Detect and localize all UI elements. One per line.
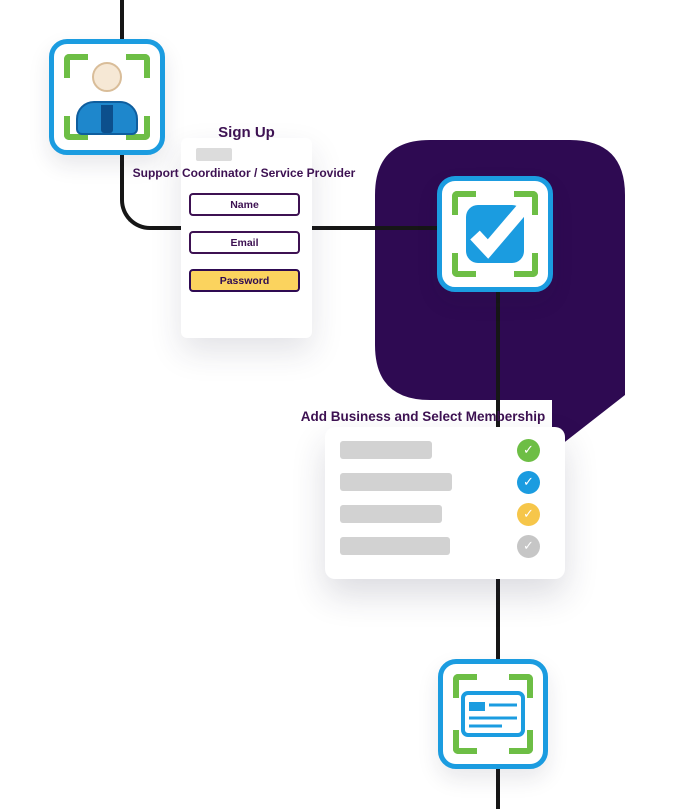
- viewfinder-bracket-icon: [514, 191, 538, 215]
- flow-line-horizontal: [300, 226, 440, 230]
- viewfinder-bracket-icon: [64, 116, 88, 140]
- email-field-label: Email: [230, 236, 259, 249]
- row-placeholder-bar: [340, 473, 452, 491]
- check-glyph: ✓: [523, 507, 534, 522]
- name-field-label: Name: [230, 198, 259, 211]
- membership-card: ✓ ✓ ✓ ✓: [325, 427, 565, 579]
- viewfinder-bracket-icon: [64, 54, 88, 78]
- viewfinder-bracket-icon: [452, 253, 476, 277]
- status-badge-gray[interactable]: ✓: [517, 535, 540, 558]
- membership-title: Add Business and Select Membership: [300, 409, 546, 424]
- viewfinder-bracket-icon: [453, 674, 477, 698]
- viewfinder-bracket-icon: [509, 730, 533, 754]
- placeholder-bar: [196, 148, 232, 161]
- status-badge-blue[interactable]: ✓: [517, 471, 540, 494]
- check-glyph: ✓: [523, 443, 534, 458]
- password-field-label: Password: [219, 274, 270, 287]
- signup-title: Sign Up: [218, 124, 275, 141]
- person-head: [92, 62, 122, 92]
- status-badge-green[interactable]: ✓: [517, 439, 540, 462]
- user-icon: [49, 39, 165, 155]
- viewfinder-bracket-icon: [452, 191, 476, 215]
- credit-card-icon: [438, 659, 548, 769]
- row-placeholder-bar: [340, 537, 450, 555]
- row-placeholder-bar: [340, 505, 442, 523]
- person-tie: [101, 105, 113, 133]
- email-field[interactable]: Email: [189, 231, 300, 254]
- signup-subtitle: Support Coordinator / Service Provider: [132, 166, 356, 180]
- status-badge-yellow[interactable]: ✓: [517, 503, 540, 526]
- check-glyph-icon: [470, 203, 528, 259]
- viewfinder-bracket-icon: [514, 253, 538, 277]
- credit-card-graphic: [461, 691, 525, 737]
- name-field[interactable]: Name: [189, 193, 300, 216]
- viewfinder-bracket-icon: [126, 54, 150, 78]
- check-glyph: ✓: [523, 475, 534, 490]
- check-glyph: ✓: [523, 539, 534, 554]
- checkmark-icon: [437, 176, 553, 292]
- password-field[interactable]: Password: [189, 269, 300, 292]
- viewfinder-bracket-icon: [509, 674, 533, 698]
- viewfinder-bracket-icon: [126, 116, 150, 140]
- row-placeholder-bar: [340, 441, 432, 459]
- viewfinder-bracket-icon: [453, 730, 477, 754]
